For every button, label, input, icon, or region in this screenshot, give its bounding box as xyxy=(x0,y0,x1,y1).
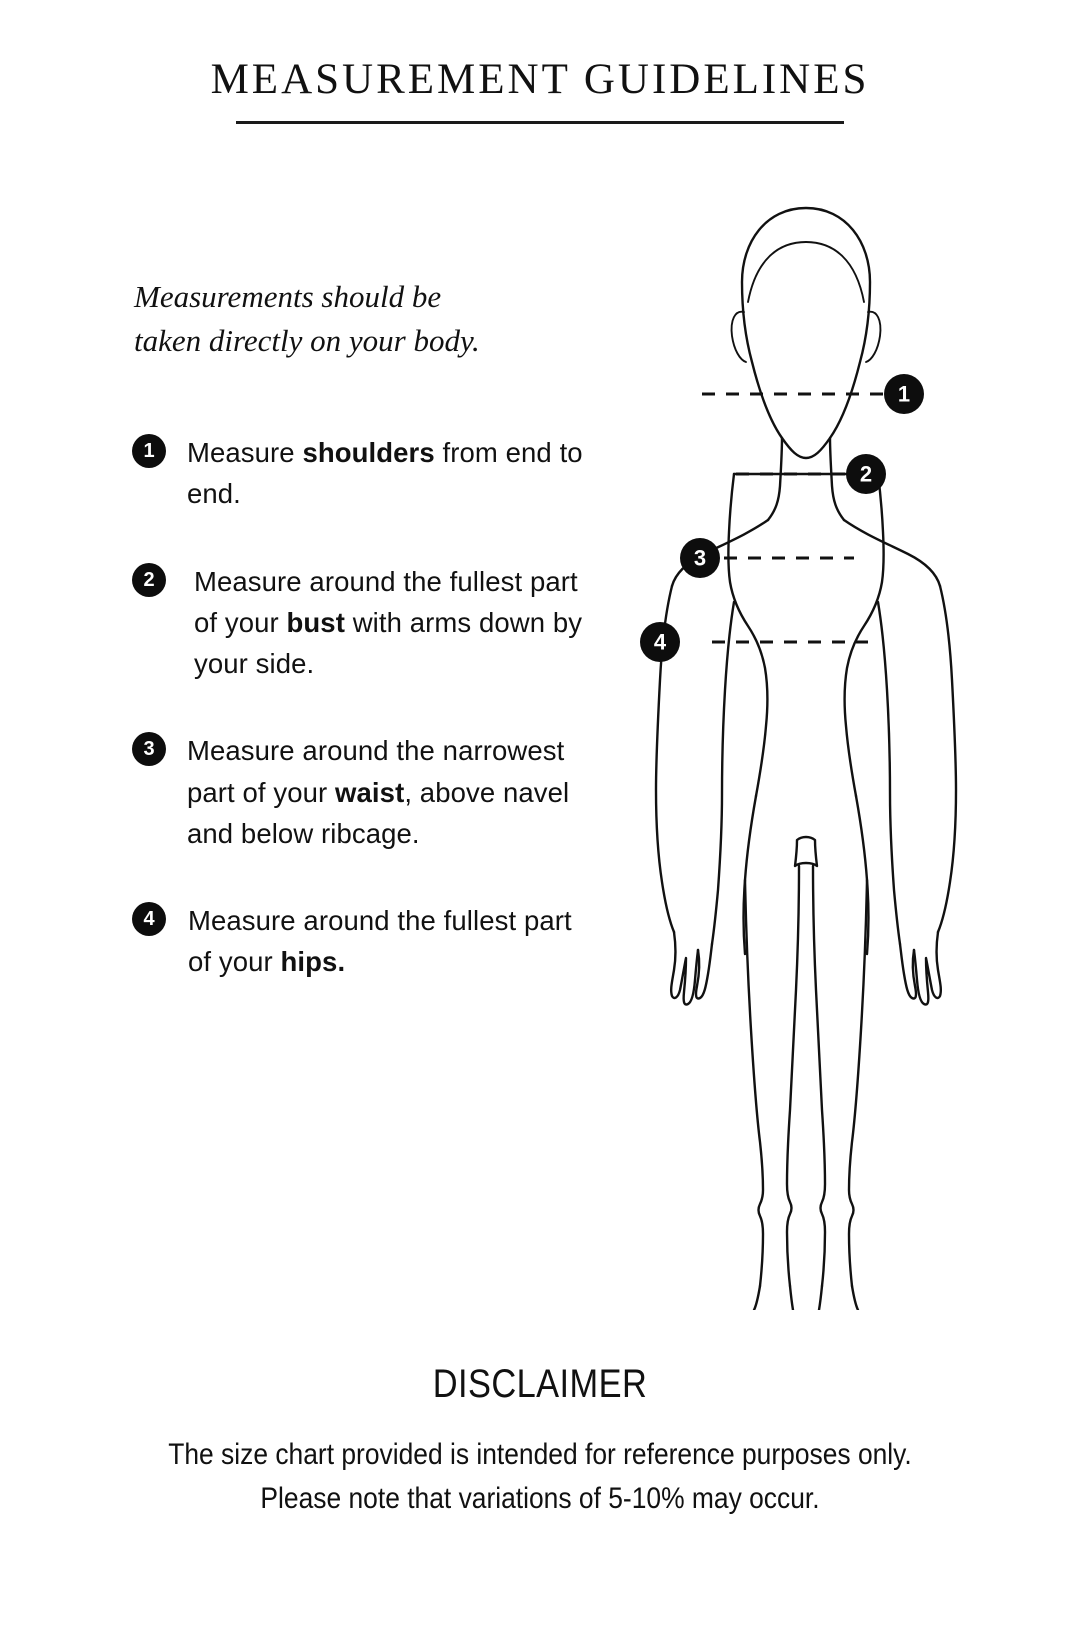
figure-marker-2-label: 2 xyxy=(860,462,872,487)
measurement-step-shoulders: 1 Measure shoulders from end to end. xyxy=(132,432,602,515)
step-2-text-after: with arms down by your side. xyxy=(194,606,583,679)
step-3-text-after: , above navel and below ribcage. xyxy=(187,776,570,849)
step-text-2: Measure around the fullest part of your … xyxy=(194,561,602,685)
disclaimer-section: DISCLAIMER The size chart provided is in… xyxy=(0,1362,1080,1520)
step-1-emphasis: shoulders xyxy=(302,437,435,468)
hairline-arc xyxy=(747,241,865,303)
figure-marker-3-label: 3 xyxy=(694,546,706,571)
step-badge-3: 3 xyxy=(132,732,166,767)
figure-marker-4: 4 xyxy=(640,622,680,662)
right-hand xyxy=(912,930,943,1006)
right-arm-inner xyxy=(876,600,902,946)
figure-marker-4-label: 4 xyxy=(654,630,667,655)
head-outline xyxy=(740,206,872,460)
right-arm-outer xyxy=(936,584,958,934)
left-leg-outer xyxy=(743,878,765,1288)
left-ear xyxy=(730,310,747,363)
neck-left xyxy=(766,436,784,522)
page-title: MEASUREMENT GUIDELINES xyxy=(210,56,870,103)
disclaimer-line-2: Please note that variations of 5-10% may… xyxy=(260,1481,820,1515)
step-3-text-before: Measure around the narrowest part of you… xyxy=(187,735,565,808)
step-4-emphasis: hips. xyxy=(280,946,346,978)
step-badge-1: 1 xyxy=(132,434,166,468)
measurement-step-bust: 2 Measure around the fullest part of you… xyxy=(132,561,602,685)
left-foot xyxy=(752,1284,795,1310)
step-text-4: Measure around the fullest part of your … xyxy=(188,900,602,983)
right-foot xyxy=(817,1284,860,1310)
left-arm-inner xyxy=(710,600,736,946)
shoulder-right xyxy=(842,518,942,588)
crotch xyxy=(793,835,819,868)
intro-line-1: Measurements should be xyxy=(134,279,442,314)
right-hand-inner xyxy=(898,942,918,1000)
left-hand xyxy=(669,930,700,1006)
torso-right xyxy=(843,472,885,798)
disclaimer-title: DISCLAIMER xyxy=(432,1362,648,1406)
step-4-text-before: Measure around the fullest part of your xyxy=(188,905,572,978)
step-1-text-after: from end to end. xyxy=(187,437,583,510)
measurement-step-waist: 3 Measure around the narrowest part of y… xyxy=(132,730,602,854)
step-1-text-before: Measure xyxy=(187,437,303,468)
body-outline-svg: 1 2 3 4 xyxy=(640,206,958,1310)
body-figure-illustration: 1 2 3 4 xyxy=(596,190,1016,1310)
step-3-emphasis: waist xyxy=(335,776,405,808)
neck-right xyxy=(828,436,846,522)
step-text-3: Measure around the narrowest part of you… xyxy=(187,730,602,854)
step-badge-4: 4 xyxy=(132,902,166,936)
title-underline-rule xyxy=(236,121,844,124)
figure-marker-3: 3 xyxy=(680,538,720,578)
step-2-emphasis: bust xyxy=(286,606,345,638)
figure-marker-1: 1 xyxy=(884,374,924,414)
right-leg-outer xyxy=(847,878,869,1288)
step-badge-2: 2 xyxy=(132,562,166,597)
figure-marker-2: 2 xyxy=(846,454,886,494)
header: MEASUREMENT GUIDELINES xyxy=(0,58,1080,124)
left-leg-inner xyxy=(785,864,801,1288)
torso-left xyxy=(727,472,769,798)
disclaimer-line-1: The size chart provided is intended for … xyxy=(168,1438,912,1471)
measurement-steps-list: 1 Measure shoulders from end to end. 2 M… xyxy=(132,432,602,983)
intro-line-2: taken directly on your body. xyxy=(134,323,480,359)
right-ear xyxy=(865,310,882,363)
step-text-1: Measure shoulders from end to end. xyxy=(187,432,602,515)
intro-note: Measurements should be taken directly on… xyxy=(134,275,594,363)
measurement-step-hips: 4 Measure around the fullest part of you… xyxy=(132,900,602,983)
figure-marker-1-label: 1 xyxy=(898,382,910,407)
step-2-text-before: Measure around the fullest part of your xyxy=(194,565,578,638)
left-hand-inner xyxy=(694,942,714,1000)
right-leg-inner xyxy=(811,864,827,1288)
